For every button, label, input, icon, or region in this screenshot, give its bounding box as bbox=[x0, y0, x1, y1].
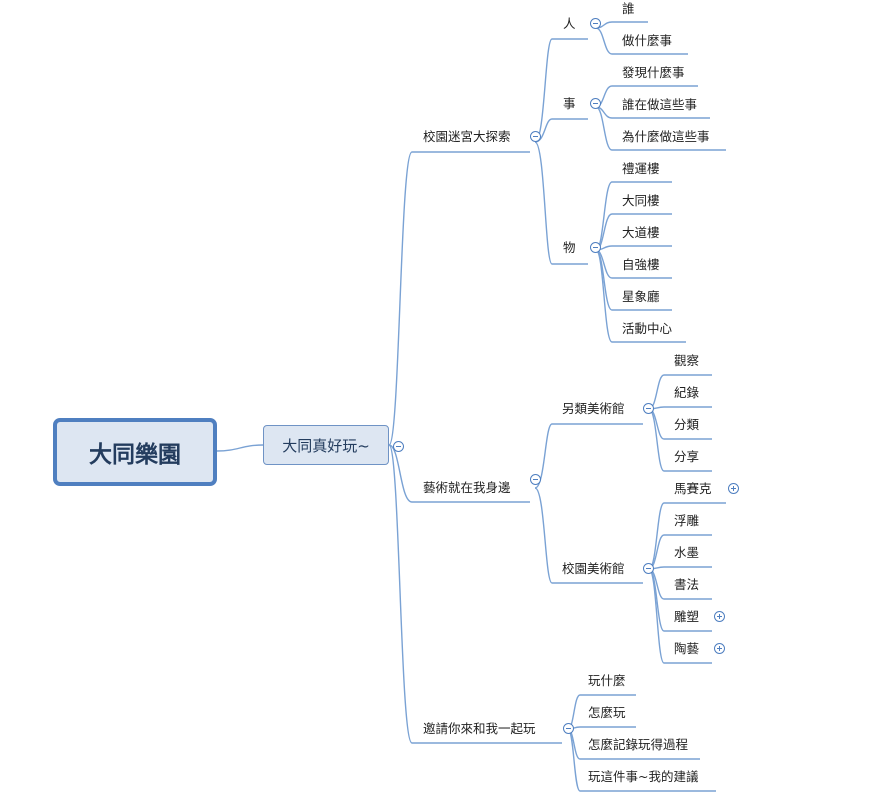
collapse-toggle-icon[interactable] bbox=[643, 403, 654, 414]
subtopic-label[interactable]: 物 bbox=[563, 240, 576, 255]
leaf-label[interactable]: 馬賽克 bbox=[674, 481, 712, 496]
branch-label[interactable]: 邀請你來和我一起玩 bbox=[423, 721, 536, 736]
subtopic-label[interactable]: 另類美術館 bbox=[562, 401, 625, 416]
leaf-label[interactable]: 分類 bbox=[674, 417, 700, 432]
leaf-label[interactable]: 禮運樓 bbox=[622, 161, 660, 176]
expand-toggle-icon[interactable] bbox=[714, 643, 725, 654]
expand-toggle-icon[interactable] bbox=[714, 611, 725, 622]
leaf-label[interactable]: 紀錄 bbox=[674, 385, 700, 400]
main-topic-label: 大同真好玩~ bbox=[282, 436, 370, 455]
leaf-label[interactable]: 玩什麼 bbox=[588, 673, 626, 688]
leaf-label[interactable]: 誰在做這些事 bbox=[622, 97, 698, 112]
leaf-label[interactable]: 雕塑 bbox=[674, 609, 700, 624]
collapse-toggle-icon[interactable] bbox=[530, 474, 541, 485]
leaf-label[interactable]: 浮雕 bbox=[674, 513, 700, 528]
leaf-label[interactable]: 觀察 bbox=[674, 353, 700, 368]
leaf-label[interactable]: 誰 bbox=[622, 1, 635, 16]
expand-toggle-icon[interactable] bbox=[728, 483, 739, 494]
leaf-label[interactable]: 大道樓 bbox=[622, 225, 660, 240]
leaf-label[interactable]: 書法 bbox=[674, 577, 700, 592]
leaf-label[interactable]: 玩這件事~我的建議 bbox=[588, 769, 699, 784]
leaf-label[interactable]: 怎麼記錄玩得過程 bbox=[588, 737, 689, 752]
leaf-label[interactable]: 分享 bbox=[674, 449, 700, 464]
subtopic-label[interactable]: 事 bbox=[563, 96, 576, 111]
leaf-label[interactable]: 陶藝 bbox=[674, 641, 700, 656]
branch-label[interactable]: 藝術就在我身邊 bbox=[423, 480, 511, 495]
leaf-label[interactable]: 大同樓 bbox=[622, 193, 660, 208]
subtopic-label[interactable]: 校園美術館 bbox=[562, 561, 625, 576]
collapse-toggle-icon[interactable] bbox=[563, 723, 574, 734]
leaf-label[interactable]: 做什麼事 bbox=[622, 33, 673, 48]
root-topic[interactable]: 大同樂園 bbox=[53, 418, 217, 486]
leaf-label[interactable]: 自強樓 bbox=[622, 257, 660, 272]
leaf-label[interactable]: 活動中心 bbox=[622, 321, 673, 336]
leaf-label[interactable]: 星象廳 bbox=[622, 289, 660, 304]
collapse-toggle-icon[interactable] bbox=[590, 18, 601, 29]
collapse-toggle-icon[interactable] bbox=[643, 563, 654, 574]
collapse-toggle-icon[interactable] bbox=[393, 441, 404, 452]
collapse-toggle-icon[interactable] bbox=[590, 242, 601, 253]
branch-label[interactable]: 校園迷宮大探索 bbox=[423, 129, 511, 144]
leaf-label[interactable]: 為什麼做這些事 bbox=[622, 129, 710, 144]
collapse-toggle-icon[interactable] bbox=[590, 98, 601, 109]
subtopic-label[interactable]: 人 bbox=[563, 16, 576, 31]
collapse-toggle-icon[interactable] bbox=[530, 131, 541, 142]
leaf-label[interactable]: 怎麼玩 bbox=[588, 705, 626, 720]
leaf-label[interactable]: 發現什麼事 bbox=[622, 65, 685, 80]
root-topic-label: 大同樂園 bbox=[89, 442, 181, 468]
main-topic[interactable]: 大同真好玩~ bbox=[263, 425, 389, 465]
leaf-label[interactable]: 水墨 bbox=[674, 545, 700, 560]
